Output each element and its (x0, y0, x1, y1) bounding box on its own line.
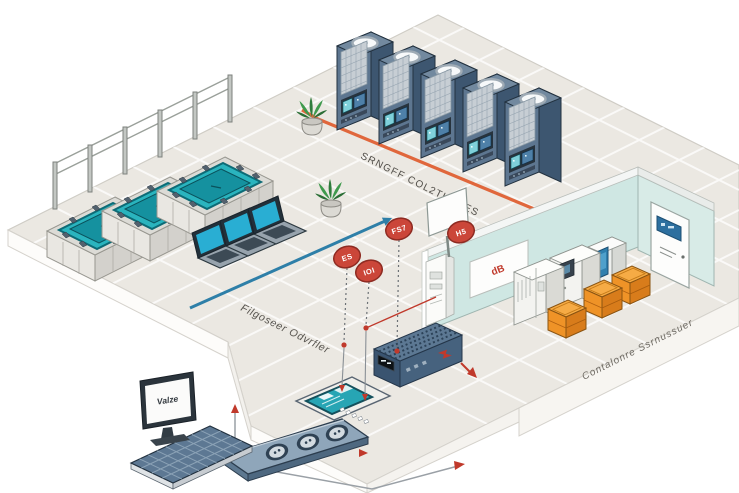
switch-out-line (460, 362, 471, 373)
platform-edge-right (518, 297, 739, 437)
remote-dial-3 (325, 424, 349, 442)
room-right-wall-top (637, 166, 715, 212)
wall-sign-logo: dB (490, 263, 506, 278)
badge-text: IOI (362, 265, 376, 277)
perimeter-fence (52, 74, 233, 210)
switch-alert-icon (438, 349, 452, 359)
keyboard (129, 425, 254, 490)
status-badge-4: H5 (447, 220, 475, 244)
door-sign (656, 215, 682, 242)
flow-arrow-icon (454, 461, 465, 470)
blue-arrowhead-icon (381, 217, 392, 226)
status-badge-2: IOI (355, 259, 383, 283)
flow-arrow-up-icon (231, 404, 239, 413)
room-door (650, 201, 690, 289)
badge-text: ES (341, 251, 354, 263)
badge-text: H5 (455, 227, 468, 239)
remote-controller (220, 418, 370, 482)
remote-dial-2 (296, 433, 320, 451)
flow-arrow-icon (467, 367, 477, 378)
tablet-buttons (339, 406, 369, 424)
control-tablet (294, 376, 392, 424)
remote-dial-1 (265, 443, 289, 461)
monitor-screen (145, 378, 191, 424)
wall-end-cabinet (425, 253, 455, 327)
network-switch (372, 322, 464, 388)
desktop-monitor: Valze (139, 371, 197, 446)
monitor-screen-label: Valze (156, 393, 179, 406)
badge-text: FS7 (391, 223, 408, 236)
badge-leader-lines (339, 239, 437, 401)
blue-network-line (189, 217, 392, 310)
status-badge-1: ES (333, 245, 361, 269)
down-arrow-icon (339, 385, 345, 392)
switch-vent-grid (378, 324, 458, 360)
switch-display (377, 354, 395, 372)
room: dB (421, 166, 715, 339)
keyboard-keys (139, 429, 243, 480)
door-handle (681, 255, 685, 259)
red-link-line (365, 296, 437, 329)
down-arrow-icon (362, 394, 368, 401)
tablet-screen (303, 382, 375, 416)
flow-arrow-icon (359, 449, 368, 457)
status-badge-3: FS7 (385, 217, 413, 241)
server-rack-5 (503, 86, 563, 188)
control-cabinet-1 (512, 258, 566, 326)
